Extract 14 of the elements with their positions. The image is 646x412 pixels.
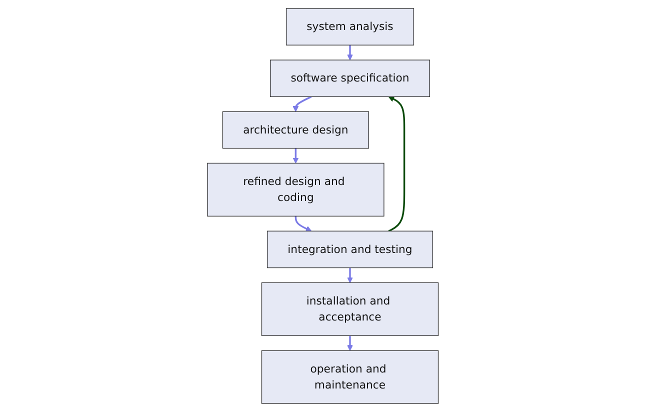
node-box: system analysis bbox=[286, 8, 414, 46]
node-box: refined design and coding bbox=[207, 162, 384, 217]
arrow bbox=[347, 336, 354, 351]
node-box: software specification bbox=[270, 60, 430, 98]
arrow bbox=[292, 96, 312, 112]
arrow bbox=[292, 148, 299, 164]
arrow bbox=[295, 216, 312, 232]
node-box: operation and maintenance bbox=[262, 350, 439, 404]
node-box: installation and acceptance bbox=[262, 282, 439, 336]
node-box: integration and testing bbox=[267, 230, 434, 268]
arrow bbox=[347, 45, 354, 60]
arrow bbox=[388, 96, 406, 232]
node-box: architecture design bbox=[222, 111, 370, 149]
arrow bbox=[347, 268, 354, 283]
